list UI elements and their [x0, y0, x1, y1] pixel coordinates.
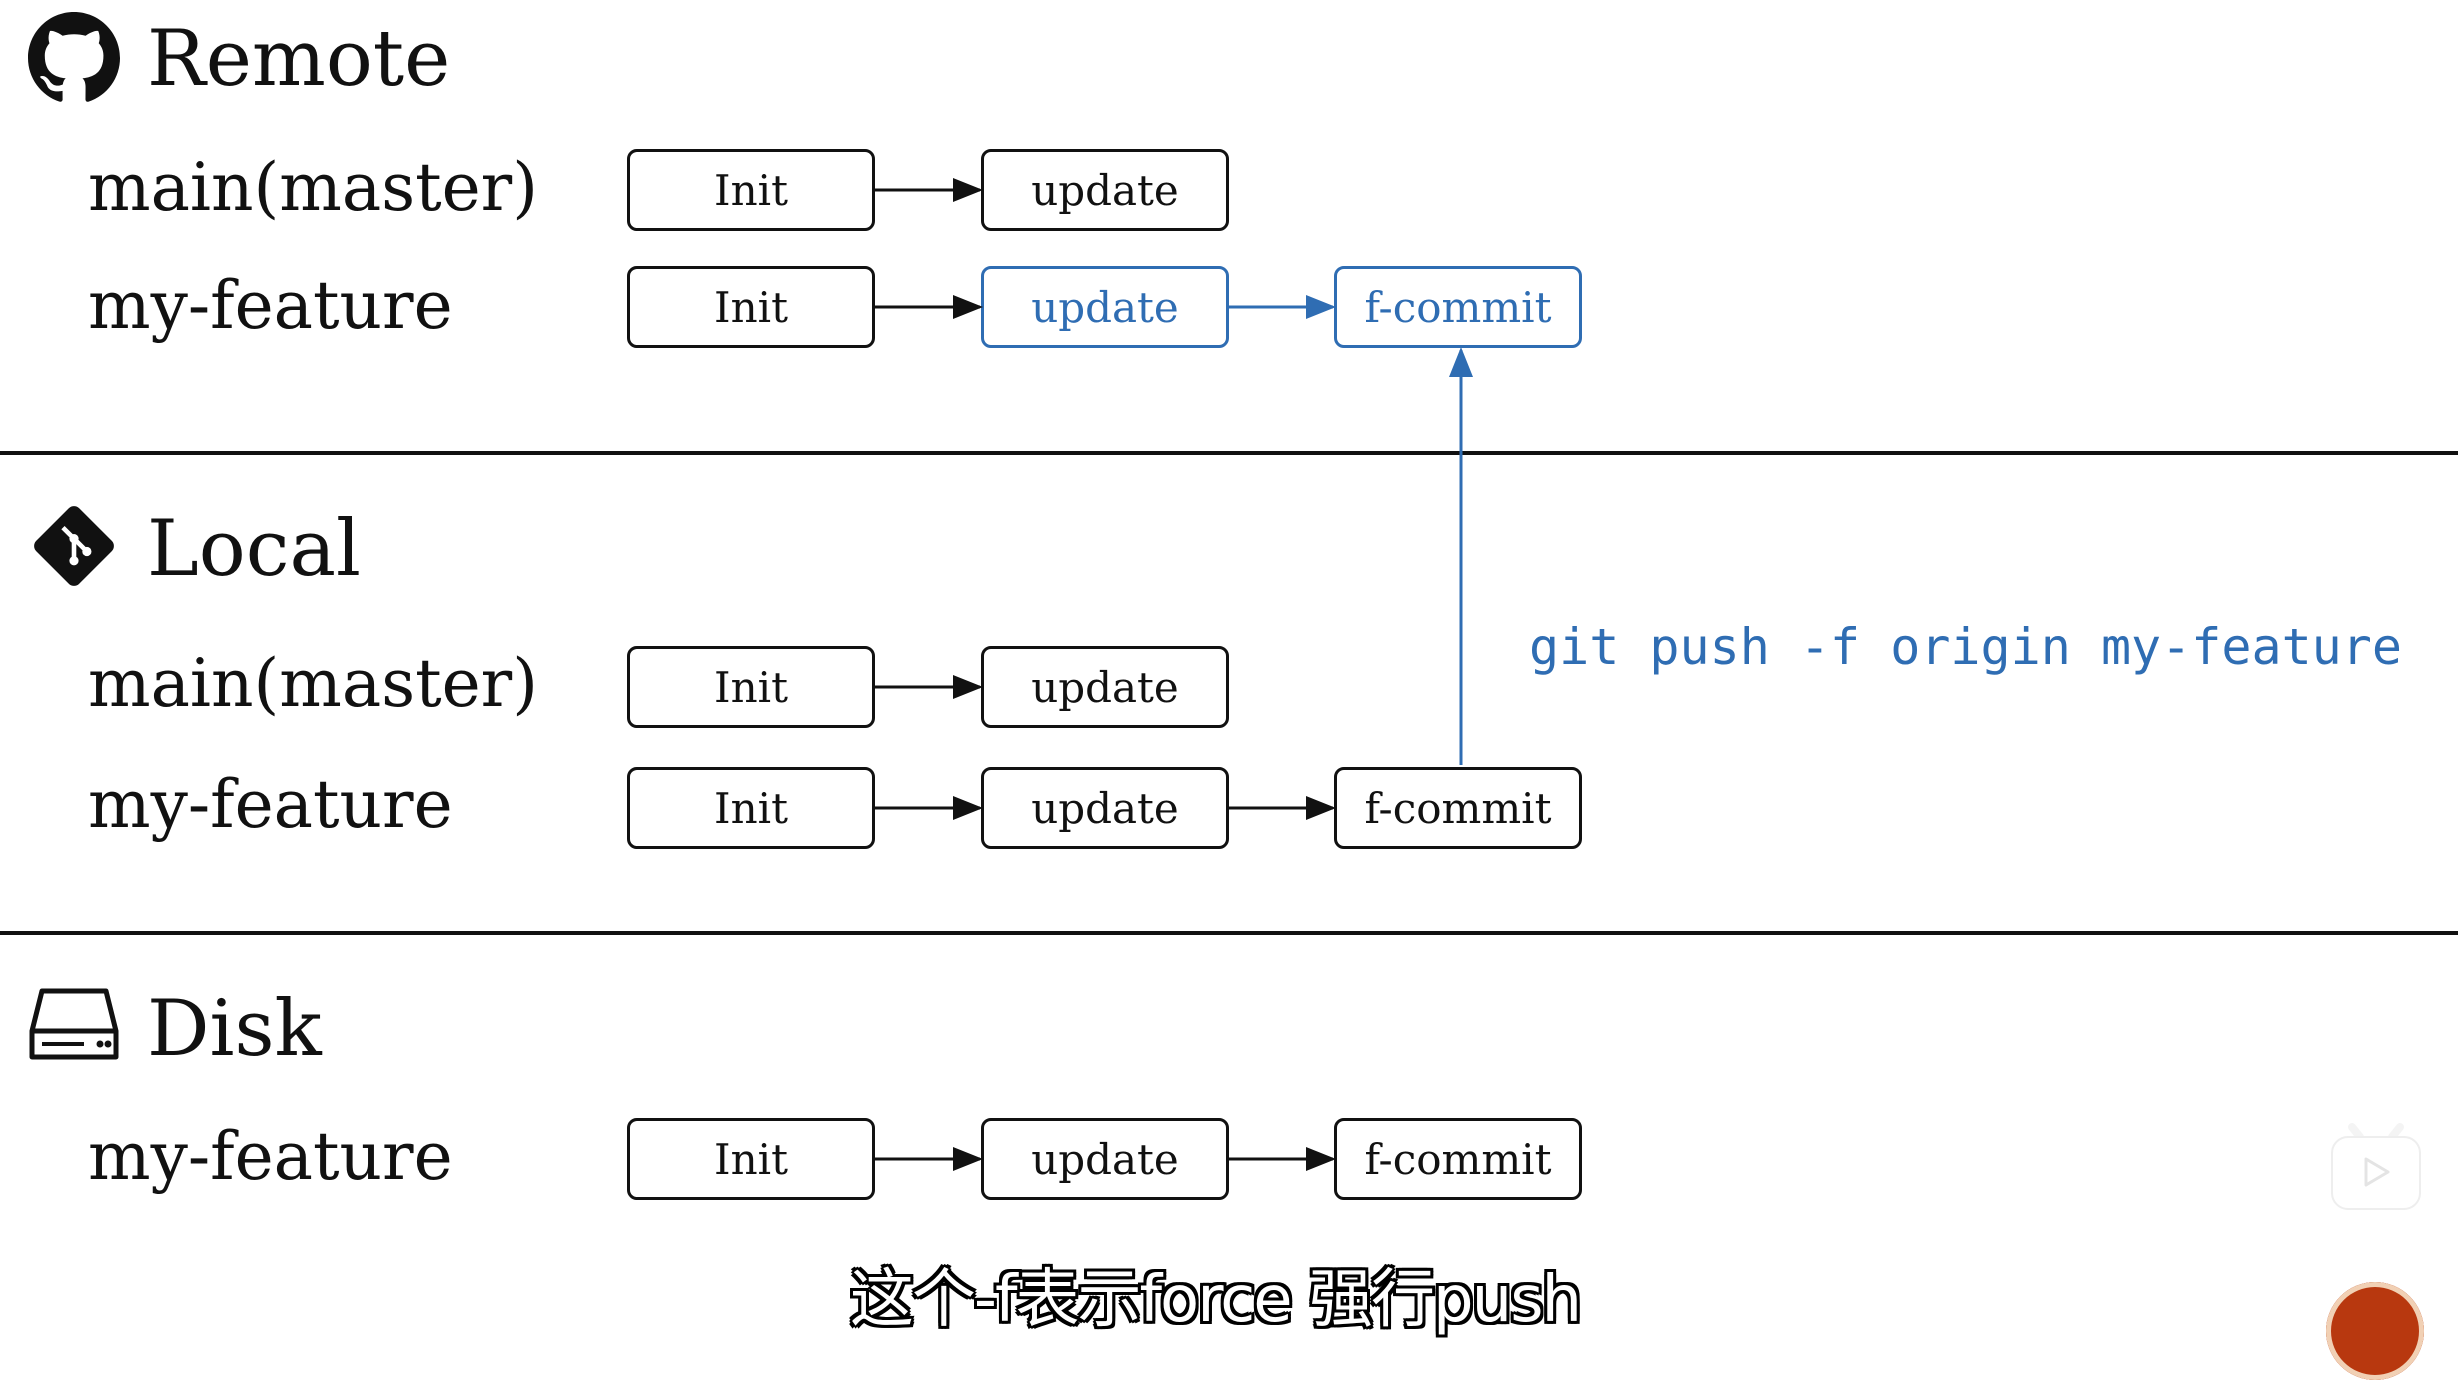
- commit-node: update: [981, 646, 1229, 728]
- commit-node: Init: [627, 1118, 875, 1200]
- commit-node: Init: [627, 266, 875, 348]
- section-title-remote: Remote: [147, 14, 451, 104]
- commit-node: Init: [627, 646, 875, 728]
- section-divider: [0, 451, 2458, 455]
- commit-node: update: [981, 1118, 1229, 1200]
- branch-label: my-feature: [88, 766, 453, 843]
- commit-node: f-commit: [1334, 1118, 1582, 1200]
- commit-node: f-commit: [1334, 767, 1582, 849]
- commit-node: update: [981, 149, 1229, 231]
- commit-node: Init: [627, 767, 875, 849]
- github-icon: [28, 12, 120, 104]
- git-command-label: git push -f origin my-feature: [1529, 618, 2402, 676]
- commit-node-highlighted: update: [981, 266, 1229, 348]
- section-divider: [0, 931, 2458, 935]
- git-icon: [28, 500, 120, 592]
- commit-node-highlighted: f-commit: [1334, 266, 1582, 348]
- section-title-local: Local: [147, 504, 361, 594]
- branch-label: my-feature: [88, 1118, 453, 1195]
- branch-label: my-feature: [88, 267, 453, 344]
- commit-node: Init: [627, 149, 875, 231]
- section-title-disk: Disk: [147, 984, 322, 1074]
- branch-label: main(master): [88, 645, 538, 722]
- commit-node: update: [981, 767, 1229, 849]
- bilibili-play-button[interactable]: [2328, 1121, 2424, 1211]
- hard-drive-icon: [28, 985, 120, 1065]
- branch-label: main(master): [88, 149, 538, 226]
- video-subtitle: 这个-f表示force 强行push: [849, 1263, 1582, 1337]
